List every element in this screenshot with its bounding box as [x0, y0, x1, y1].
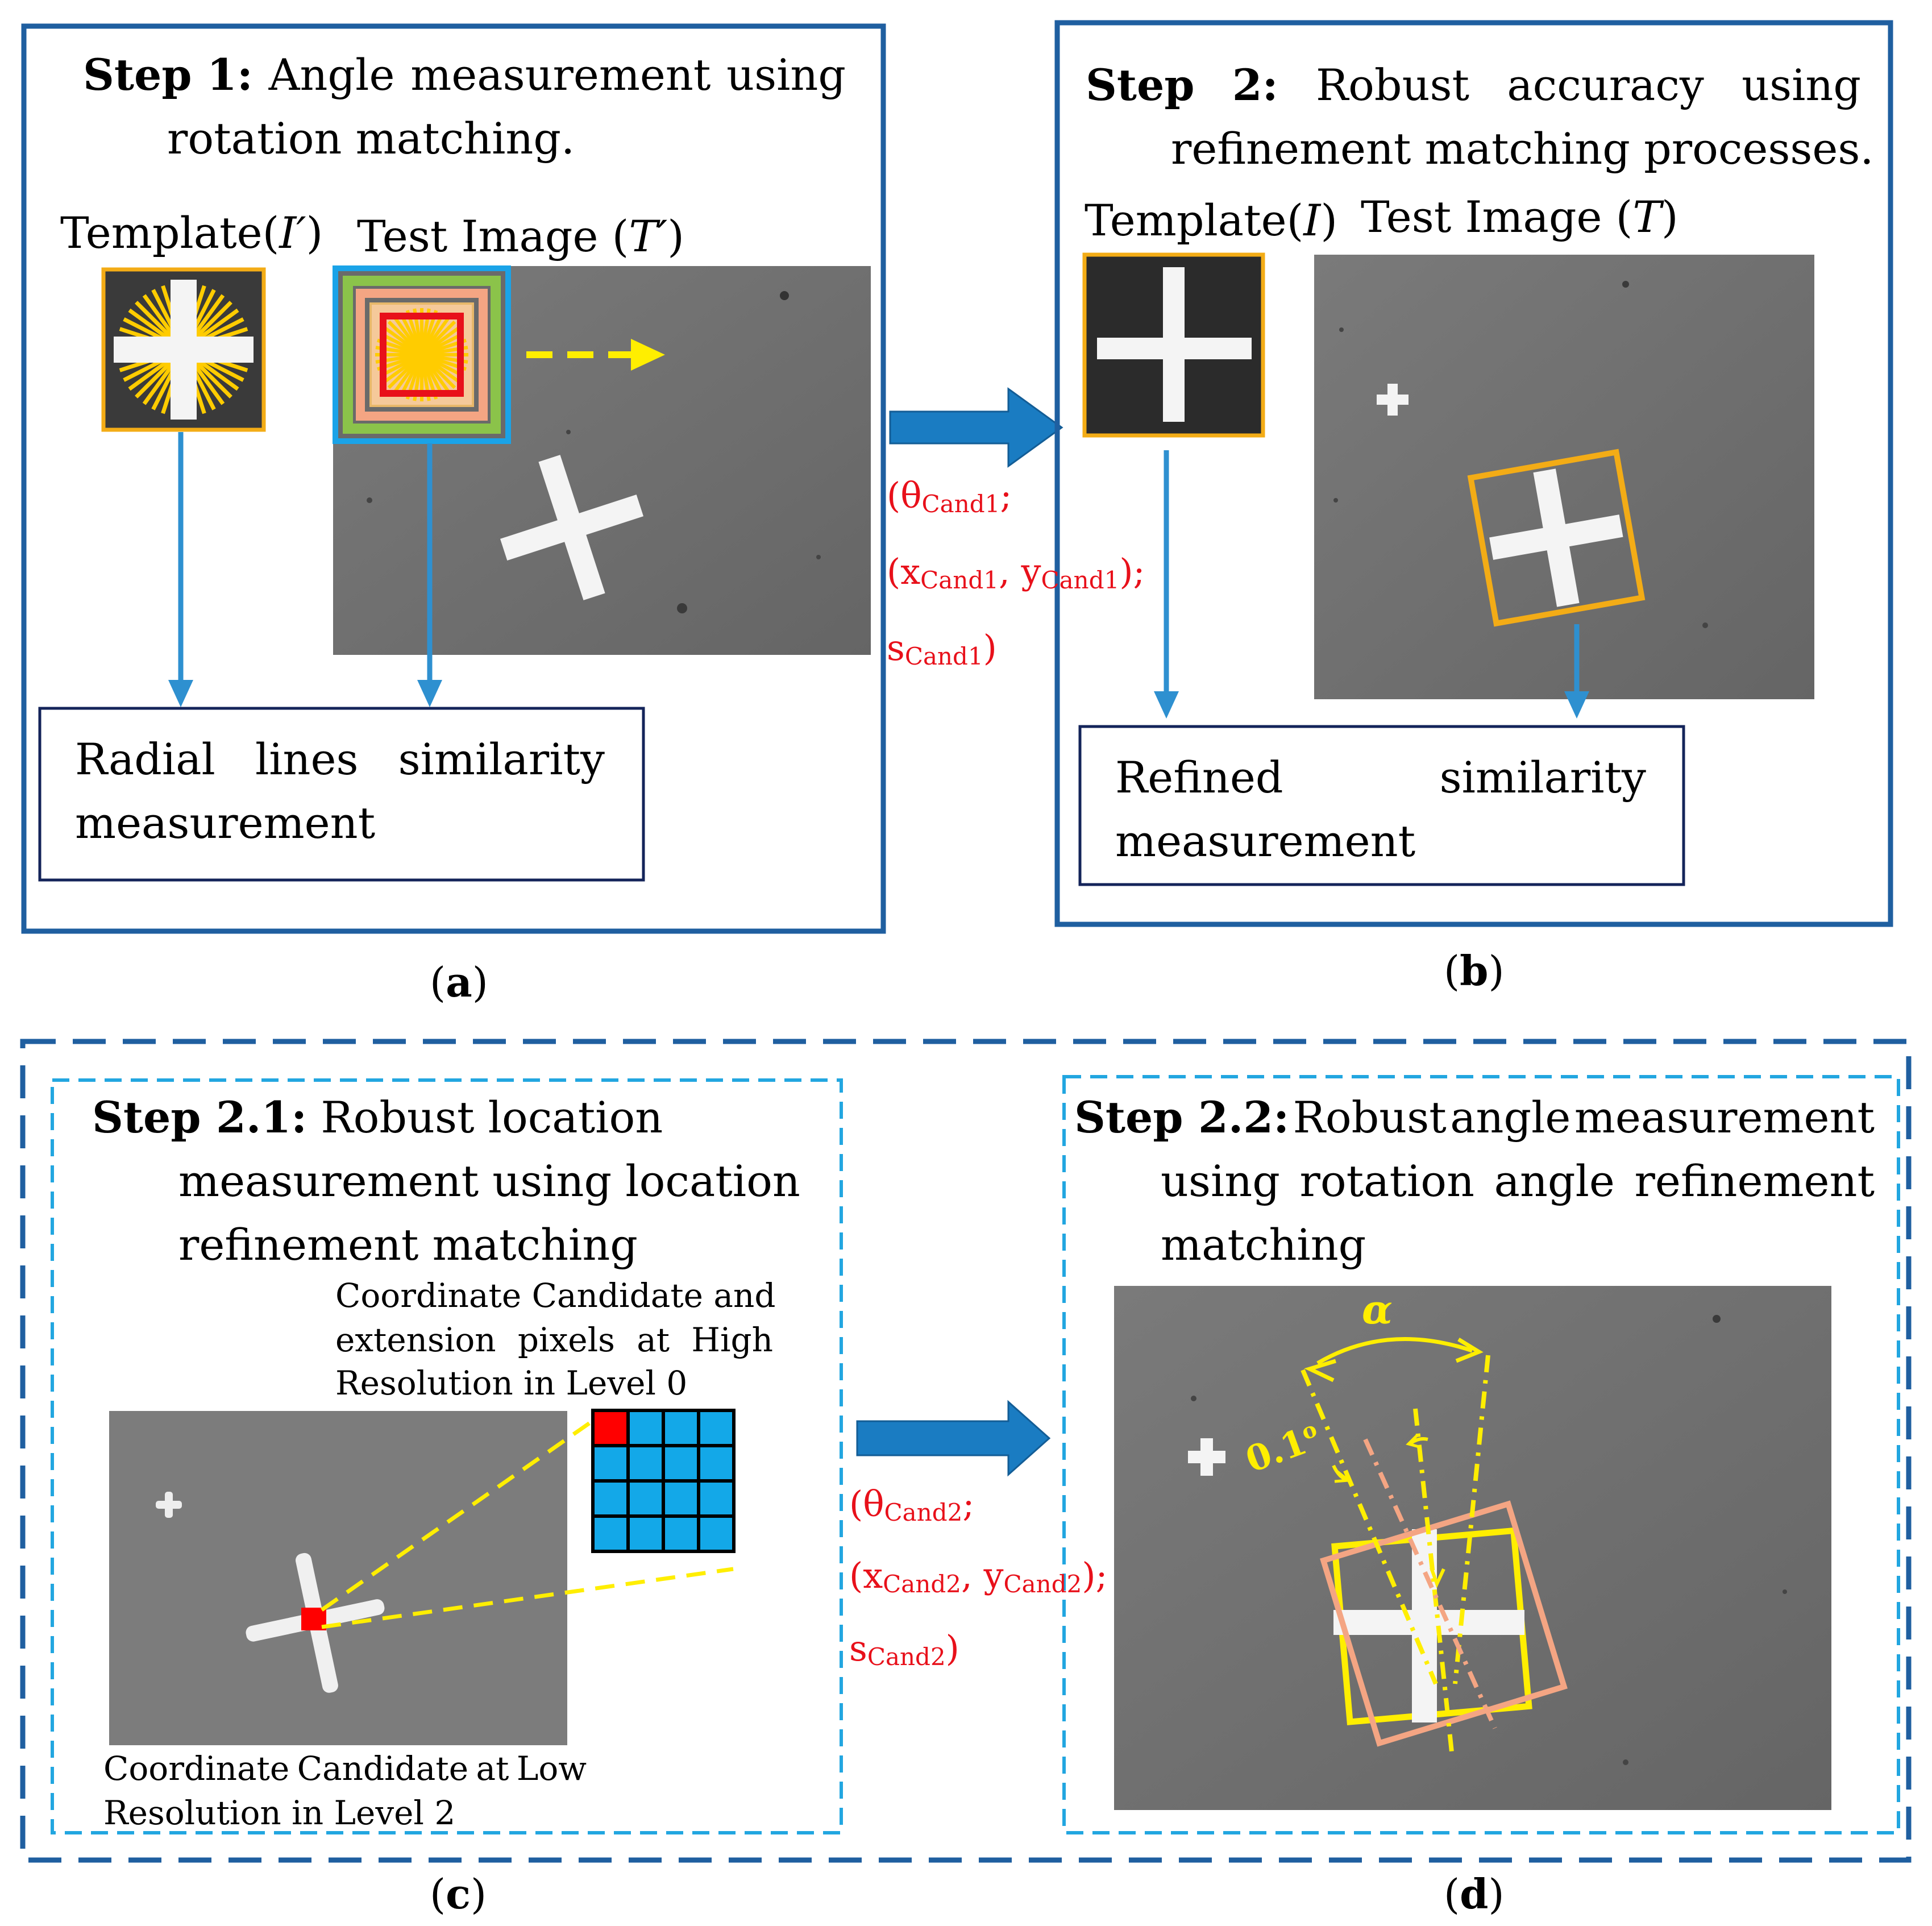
test-image-label-a: Test Image (T′) [357, 211, 684, 261]
pixel-cell [700, 1412, 732, 1444]
panel-c-title-line3: refinement matching [178, 1219, 638, 1270]
pixel-cell [595, 1483, 626, 1514]
panel-c-title-line1: Step 2.1: Robust location [92, 1092, 663, 1143]
cand2-xy: (xCand2, yCand2); [849, 1555, 1108, 1598]
test-image-a [333, 266, 871, 655]
panel-b-frame [1054, 20, 1893, 927]
cand1-scale: sCand1) [887, 627, 997, 670]
pixel-cell [595, 1447, 626, 1479]
pixel-cell [700, 1447, 732, 1479]
cand2-scale: sCand2) [849, 1628, 959, 1671]
panel-a-title-word: measurement [410, 49, 711, 100]
cand2-theta: (θCand2; [849, 1483, 975, 1526]
zoom-line-top [320, 1412, 605, 1612]
radial-box-line2: measurement [75, 798, 376, 848]
template-label-a: Template(I′) [60, 207, 323, 258]
panel-a-title-word: Angle [268, 49, 395, 100]
rotation-search-windows [333, 265, 511, 444]
panel-c-title-line2: measurement using location [178, 1156, 800, 1206]
pixel-cell [665, 1412, 697, 1444]
caption-a: (a) [430, 958, 488, 1006]
test-image-label-b: Test Image (T) [1361, 192, 1678, 242]
panel-c-frame [51, 1078, 843, 1834]
low-res-label-line1: Coordinate Candidate at Low [103, 1749, 587, 1788]
radial-similarity-box [38, 707, 645, 882]
caption-d: (d) [1444, 1870, 1505, 1918]
radial-box-line1: Radial lines similarity [75, 734, 605, 784]
panel-a-title-line2: rotation matching. [167, 113, 575, 164]
pixel-cell [630, 1483, 662, 1514]
pixel-cell [630, 1447, 662, 1479]
template-cross-image [1082, 252, 1265, 438]
high-res-label-line2: extension pixels at High [335, 1321, 773, 1359]
alpha-angle-label: α [1362, 1286, 1393, 1333]
pixel-cell [665, 1518, 697, 1550]
pixel-cell [595, 1412, 626, 1444]
low-res-image [109, 1411, 567, 1745]
pixel-cell [700, 1483, 732, 1514]
refinement-angle-image [1114, 1286, 1831, 1810]
pixel-cell [595, 1518, 626, 1550]
pixel-cell [700, 1518, 732, 1550]
caption-c: (c) [430, 1870, 487, 1918]
panel-a-step-label: Step 1: [83, 49, 253, 100]
panel-a-title-word: using [726, 49, 846, 100]
high-res-pixel-grid [591, 1409, 736, 1553]
refined-box-line2: measurement [1115, 816, 1416, 866]
panel-a-frame [21, 23, 886, 934]
pixel-cell [630, 1518, 662, 1550]
template-starburst-image [101, 267, 266, 432]
panel-a-title-line1: Step 1: Angle measurement using [83, 43, 846, 107]
flow-arrow-c-to-d [856, 1400, 1051, 1477]
cand1-xy: (xCand1, yCand1); [887, 551, 1145, 594]
panel-d-title-line2: using rotation angle refinement [1161, 1156, 1875, 1206]
low-res-label-line2: Resolution in Level 2 [103, 1794, 456, 1832]
panel-b-title-line1: Step 2: Robust accuracy using [1086, 60, 1861, 110]
template-label-b: Template(I) [1085, 195, 1337, 246]
flow-arrow-a-to-b [889, 387, 1063, 468]
scan-direction-arrowhead [631, 339, 665, 371]
caption-b: (b) [1444, 947, 1505, 995]
panel-d-title-line3: matching [1161, 1219, 1366, 1270]
angle-construction-lines [1301, 1337, 1497, 1753]
panel-d-title-line1: Step 2.2: Robust angle measurement [1074, 1092, 1875, 1143]
high-res-label-line3: Resolution in Level 0 [335, 1364, 688, 1402]
pixel-cell [665, 1447, 697, 1479]
panel-b-title-line2: refinement matching processes. [1171, 123, 1874, 174]
zoom-line-bottom [321, 1567, 734, 1629]
high-res-label-line1: Coordinate Candidate and [335, 1276, 776, 1315]
test-image-b [1314, 255, 1814, 699]
cand1-theta: (θCand1; [887, 475, 1012, 518]
refined-similarity-box [1078, 725, 1685, 886]
pixel-cell [630, 1412, 662, 1444]
refined-box-line1: Refined similarity [1115, 752, 1646, 803]
panel-d-frame [1062, 1075, 1900, 1834]
pixel-cell [665, 1483, 697, 1514]
